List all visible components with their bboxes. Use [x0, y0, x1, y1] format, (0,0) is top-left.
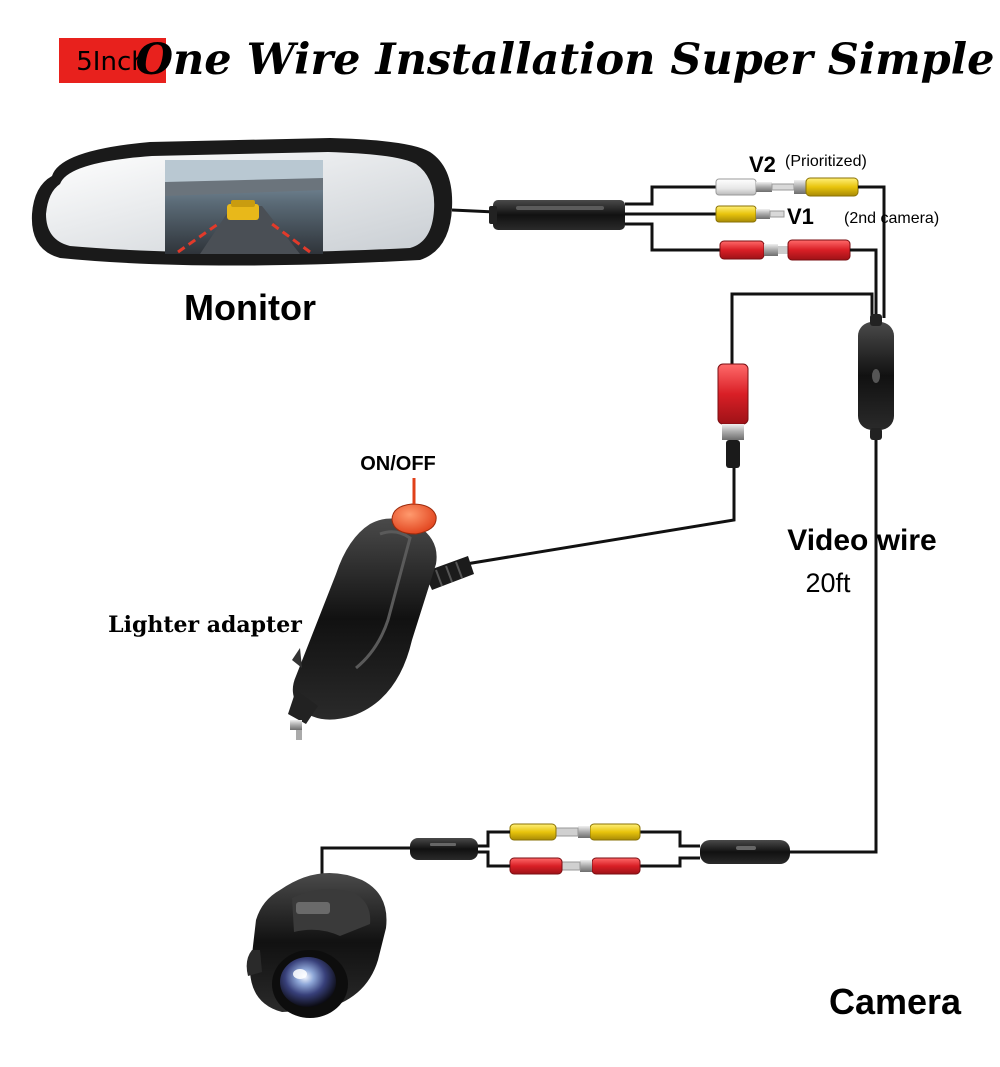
lighter-adapter [288, 518, 474, 740]
wire-length-label: 20ft [805, 568, 851, 598]
size-badge [59, 38, 166, 83]
video-wire-junction [858, 314, 894, 440]
camera-cable-connector [410, 838, 478, 860]
rca-red-camera [509, 857, 641, 875]
prioritized-label: (Prioritized) [785, 153, 867, 170]
page-title: One Wire Installation Super Simple [136, 35, 995, 85]
v2-label: V2 [749, 152, 776, 177]
size-badge-label: 5Inch [76, 47, 147, 77]
rca-red-lighter [717, 363, 749, 468]
rca-yellow-camera [509, 823, 641, 841]
splitter-box [489, 200, 625, 230]
camera-lens [280, 957, 336, 1007]
second-camera-label: (2nd camera) [844, 210, 939, 227]
power-switch[interactable] [391, 503, 437, 535]
lighter-adapter-label: Lighter adapter [108, 612, 302, 638]
rca-yellow-v2-plug [794, 177, 859, 197]
camera-label: Camera [829, 981, 962, 1022]
monitor-label: Monitor [184, 287, 316, 328]
backup-camera [246, 872, 387, 1018]
rca-red-power [719, 239, 851, 261]
video-wire-label: Video wire [787, 524, 937, 557]
rca-white-v2 [715, 178, 795, 196]
rca-yellow-v1 [715, 205, 785, 223]
v1-label: V1 [787, 204, 814, 229]
camera-side-connector [700, 840, 790, 864]
on-off-label: ON/OFF [360, 453, 436, 475]
mirror-monitor [31, 138, 453, 266]
